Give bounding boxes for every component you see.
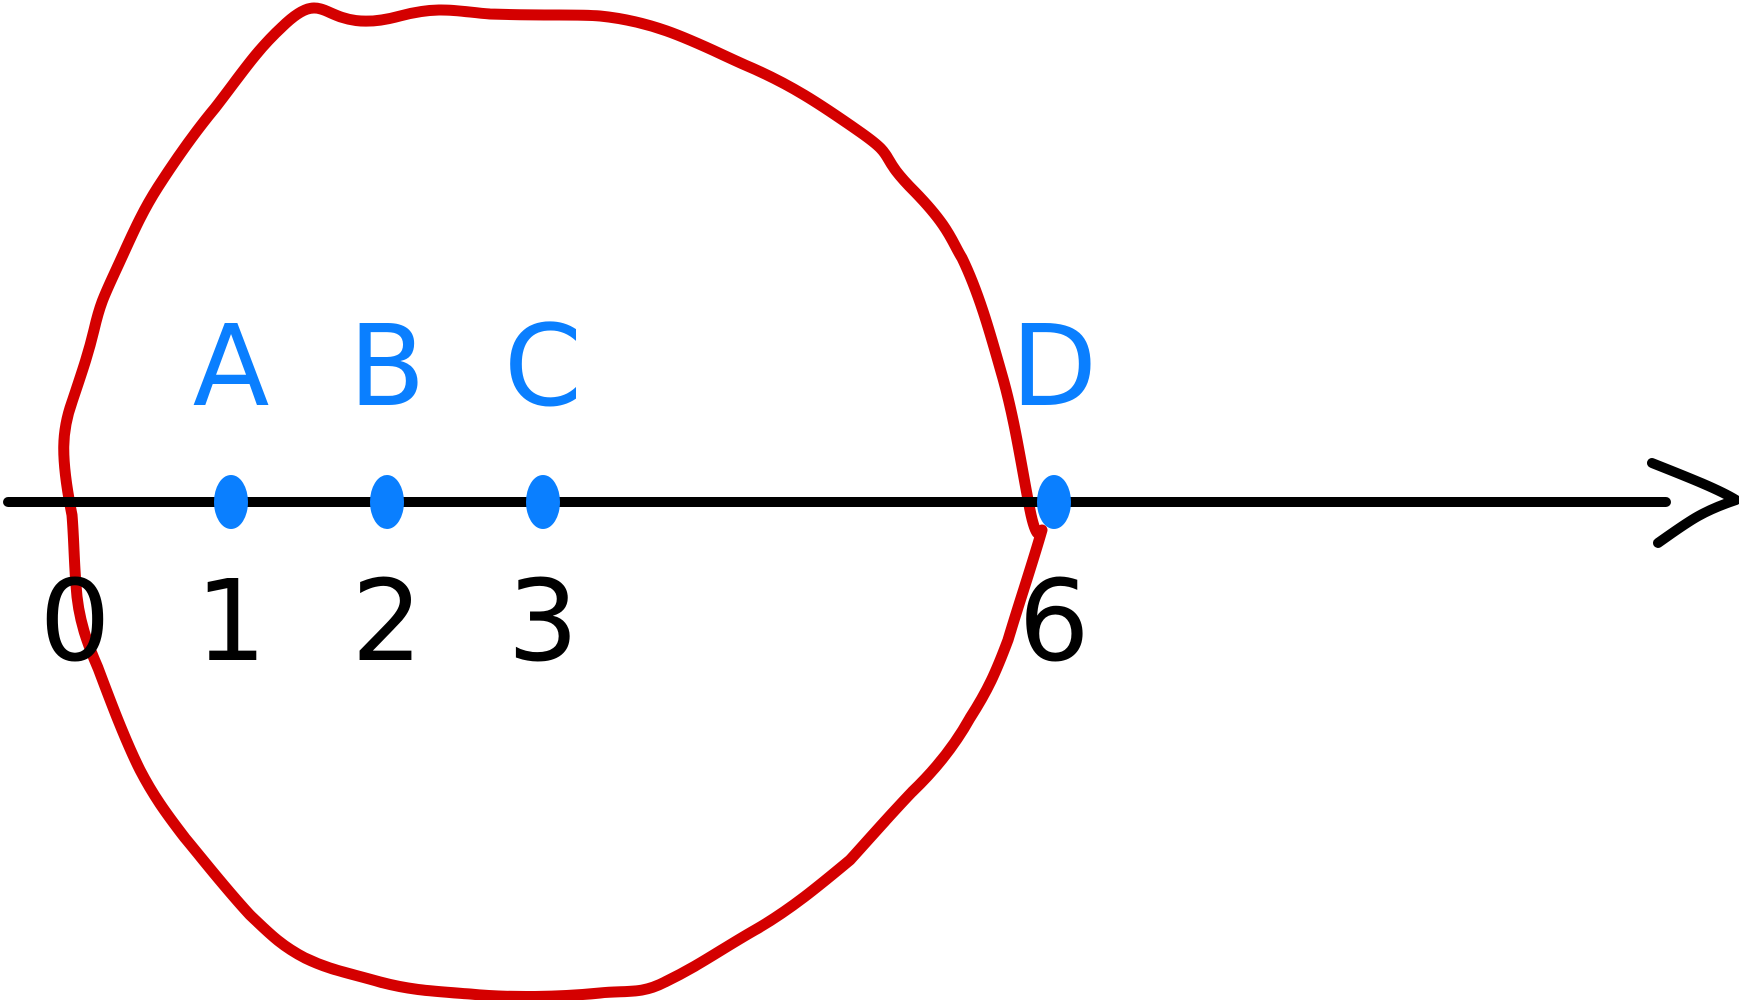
point-c-dot xyxy=(526,475,560,529)
tick-label-0: 0 xyxy=(39,557,110,687)
point-a-dot xyxy=(214,475,248,529)
tick-label-2: 2 xyxy=(351,557,422,687)
arrowhead-right-icon xyxy=(1647,458,1739,548)
red-circle xyxy=(58,2,1048,1000)
tick-label-1: 1 xyxy=(195,557,266,687)
point-c-label: C xyxy=(504,302,582,432)
point-d-dot xyxy=(1037,475,1071,529)
point-b-dot xyxy=(370,475,404,529)
point-b-label: B xyxy=(349,302,426,432)
tick-label-6: 6 xyxy=(1018,557,1089,687)
point-a-label: A xyxy=(193,302,270,432)
tick-label-3: 3 xyxy=(507,557,578,687)
point-d-label: D xyxy=(1011,302,1097,432)
